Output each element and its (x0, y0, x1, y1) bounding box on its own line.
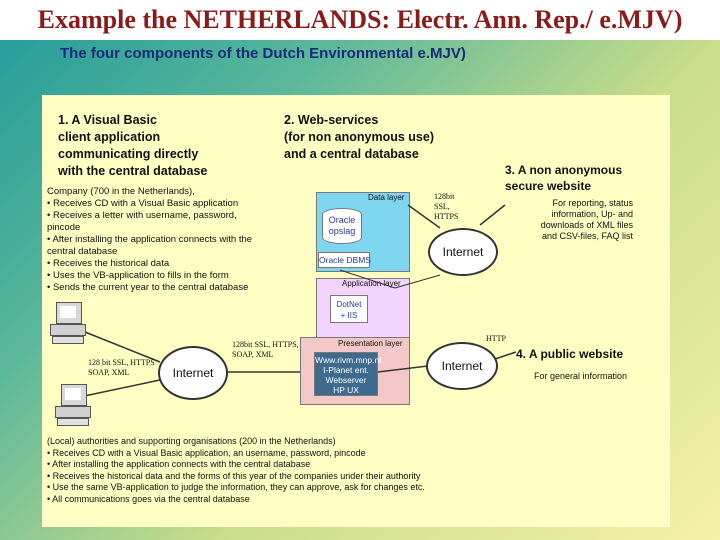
protocol-label-middle: 128bit SSL, HTTPS, SOAP, XML (232, 340, 322, 360)
component1-text-line: • After installing the application conne… (47, 234, 253, 245)
component2-heading-line: and a central database (284, 147, 419, 161)
component2-heading: 2. Web-services (for non anonymous use) … (284, 112, 484, 163)
oracle-storage-line: Oracle (328, 215, 356, 225)
protocol-line: 128bit (434, 192, 455, 201)
presentation-layer-label: Presentation layer (338, 339, 403, 348)
oracle-storage-line: opslag (328, 226, 356, 236)
computer-icon (55, 384, 91, 428)
component3-description: For reporting, status information, Up- a… (515, 198, 633, 242)
component1-heading-line: communicating directly (58, 147, 199, 161)
component3-text-line: downloads of XML files (540, 220, 633, 230)
component1-text-line: • Receives the historical data (47, 258, 170, 269)
component2-heading-line: 2. Web-services (284, 113, 379, 127)
protocol-line: SSL, (434, 202, 450, 211)
internet-label: Internet (172, 366, 214, 380)
component1-text-line: Company (700 in the Netherlands), (47, 186, 195, 197)
footer-text-line: • All communications goes via the centra… (47, 493, 250, 504)
footer-text-line: • Receives CD with a Visual Basic applic… (47, 447, 366, 458)
connector-line (74, 379, 161, 399)
webserver-line: HP UX (333, 385, 359, 395)
footer-description: (Local) authorities and supporting organ… (47, 436, 607, 505)
protocol-label-top-right: 128bit SSL, HTTPS (434, 192, 474, 222)
component3-heading: 3. A non anonymous secure website (505, 162, 655, 194)
footer-text-line: • After installing the application conne… (47, 459, 311, 469)
slide-title-text: Example the NETHERLANDS: Electr. Ann. Re… (37, 5, 683, 34)
component2-heading-line: (for non anonymous use) (284, 130, 434, 144)
component3-text-line: and CSV-files, FAQ list (541, 231, 633, 241)
connector-line (407, 204, 441, 229)
oracle-dbms-box: Oracle DBMS (318, 252, 371, 268)
internet-cloud-top: Internet (428, 228, 498, 276)
connector-line (74, 327, 161, 363)
computer-icon (50, 302, 86, 346)
internet-cloud-middle: Internet (426, 342, 498, 390)
data-layer-label: Data layer (368, 193, 405, 202)
protocol-label-http: HTTP (486, 334, 506, 343)
footer-text-line: • Receives the historical data and the f… (47, 470, 421, 481)
internet-cloud-left: Internet (158, 346, 228, 400)
protocol-line: 128 bit SSL, HTTPS (88, 358, 155, 367)
slide-subtitle: The four components of the Dutch Environ… (60, 45, 466, 62)
application-layer-label: Application layer (342, 279, 401, 288)
component3-heading-line: secure website (505, 179, 592, 193)
component3-text-line: For reporting, status (552, 198, 633, 208)
footer-text-line: • Use the same VB-application to judge t… (47, 482, 425, 492)
webserver-line: I-Planet ent. (323, 365, 369, 375)
protocol-line: HTTPS (434, 212, 459, 221)
protocol-label-left: 128 bit SSL, HTTPS SOAP, XML (88, 358, 168, 378)
component1-description: Company (700 in the Netherlands), • Rece… (47, 186, 287, 294)
component1-text-line: • Uses the VB-application to fills in th… (47, 270, 229, 281)
component1-heading: 1. A Visual Basic client application com… (58, 112, 258, 180)
component1-text-line: • Sends the current year to the central … (47, 282, 249, 293)
connector-line (394, 274, 441, 289)
slide-title: Example the NETHERLANDS: Electr. Ann. Re… (0, 0, 720, 40)
component3-text-line: information, Up- and (551, 209, 633, 219)
component3-heading-line: 3. A non anonymous (505, 163, 623, 177)
internet-label: Internet (441, 359, 483, 373)
component1-text-line: pincode (47, 222, 81, 233)
connector-line (479, 204, 506, 226)
component1-heading-line: 1. A Visual Basic (58, 113, 157, 127)
protocol-line: SOAP, XML (232, 350, 274, 359)
component1-text-line: • Receives a letter with username, passw… (47, 210, 237, 221)
webserver-line: Www.rivm.mnp.nl (315, 355, 382, 365)
dotnet-line: + IIS (340, 311, 358, 320)
internet-label: Internet (442, 245, 484, 259)
connector-line (339, 269, 396, 289)
protocol-line: 128bit SSL, HTTPS, (232, 340, 299, 349)
oracle-storage-icon: Oracle opslag (322, 208, 362, 244)
dotnet-iis-box: DotNet + IIS (330, 295, 368, 323)
footer-text-line: (Local) authorities and supporting organ… (47, 436, 336, 446)
component1-heading-line: with the central database (58, 164, 208, 178)
component1-text-line: central database (47, 246, 118, 257)
component1-heading-line: client application (58, 130, 161, 144)
component1-text-line: • Receives CD with a Visual Basic applic… (47, 198, 239, 209)
component4-heading: 4. A public website (516, 347, 624, 361)
webserver-line: Webserver (325, 375, 367, 385)
dotnet-line: DotNet (336, 300, 362, 309)
protocol-line: SOAP, XML (88, 368, 130, 377)
component4-description: For general information (534, 371, 628, 381)
connector-line (377, 365, 429, 373)
webserver-box: Www.rivm.mnp.nl I-Planet ent. Webserver … (314, 352, 382, 396)
